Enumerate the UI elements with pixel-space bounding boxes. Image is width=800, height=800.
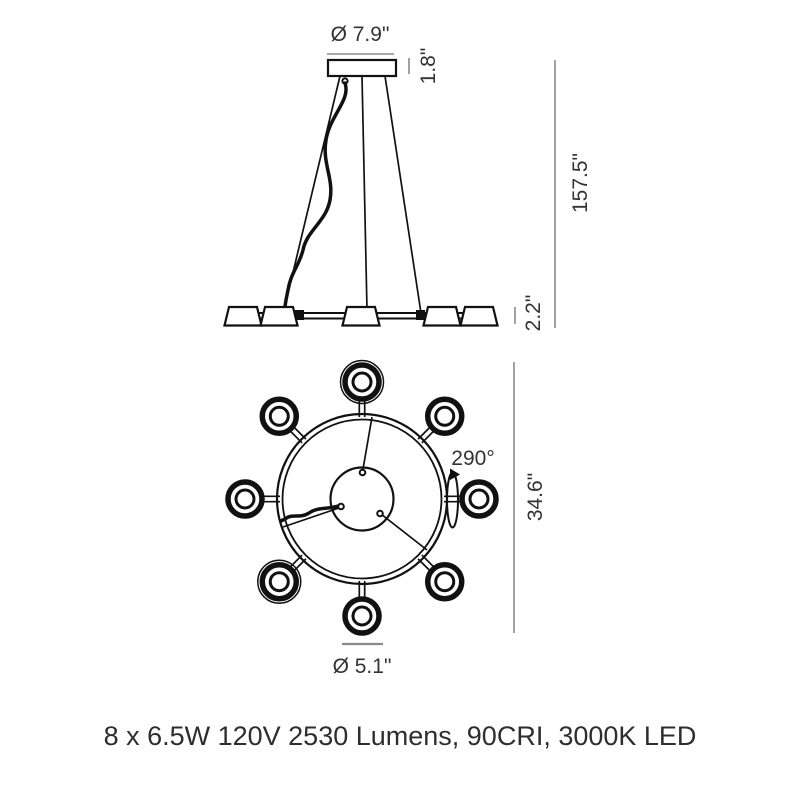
head-connector-left xyxy=(295,310,304,320)
lamp-head-side-5 xyxy=(459,305,499,327)
hub-cable-top xyxy=(361,416,373,473)
lamp-head-plan-sw xyxy=(257,559,302,604)
lamp-head-plan-se xyxy=(424,561,465,602)
lamp-head-plan-w xyxy=(225,479,265,519)
power-cord-side xyxy=(283,81,348,310)
lamp-head-side-3 xyxy=(341,305,381,327)
bottom-plan-view: 290° 34.6" Ø 5.1" xyxy=(225,359,547,678)
suspension-rod-center xyxy=(361,75,368,311)
head-rotation-label: 290° xyxy=(451,447,494,470)
lamp-head-plan-n xyxy=(339,359,385,405)
lamp-head-side-2 xyxy=(259,305,299,327)
fixture-height-label: 2.2" xyxy=(522,295,545,332)
power-cord-plan xyxy=(279,503,343,523)
canopy-diameter-label: Ø 7.9" xyxy=(331,23,390,46)
head-connector-right xyxy=(416,310,425,320)
lamp-spec-text: 8 x 6.5W 120V 2530 Lumens, 90CRI, 3000K … xyxy=(104,721,697,751)
rotation-arc xyxy=(446,471,459,529)
side-elevation-view: Ø 7.9" 1.8" 2.2" 157.5" xyxy=(223,23,592,332)
suspension-drop-label: 157.5" xyxy=(569,153,592,213)
hub-cable-lower-right xyxy=(380,513,428,551)
center-hub-circle xyxy=(329,466,395,532)
head-diameter-label: Ø 5.1" xyxy=(333,655,392,678)
hub-cable-left xyxy=(282,507,340,528)
cable-anchor-dot-top xyxy=(358,468,367,477)
ring-inner-circle xyxy=(281,418,443,580)
lamp-head-plan-ne xyxy=(424,396,465,437)
cable-anchor-dot-right xyxy=(376,509,384,518)
overall-diameter-label: 34.6" xyxy=(524,473,547,521)
lamp-head-side-4 xyxy=(422,305,462,327)
canopy-height-label: 1.8" xyxy=(417,48,440,85)
suspension-rod-right xyxy=(384,75,422,314)
ceiling-canopy xyxy=(326,58,398,78)
lamp-head-plan-s xyxy=(342,596,382,636)
cable-anchor-dot-left xyxy=(337,502,345,511)
lamp-head-side-1 xyxy=(223,305,263,327)
lamp-heads-plan xyxy=(225,359,499,636)
lamp-head-plan-e xyxy=(459,479,499,519)
lamp-head-plan-nw xyxy=(259,396,300,437)
rotation-arrowhead xyxy=(450,468,460,480)
